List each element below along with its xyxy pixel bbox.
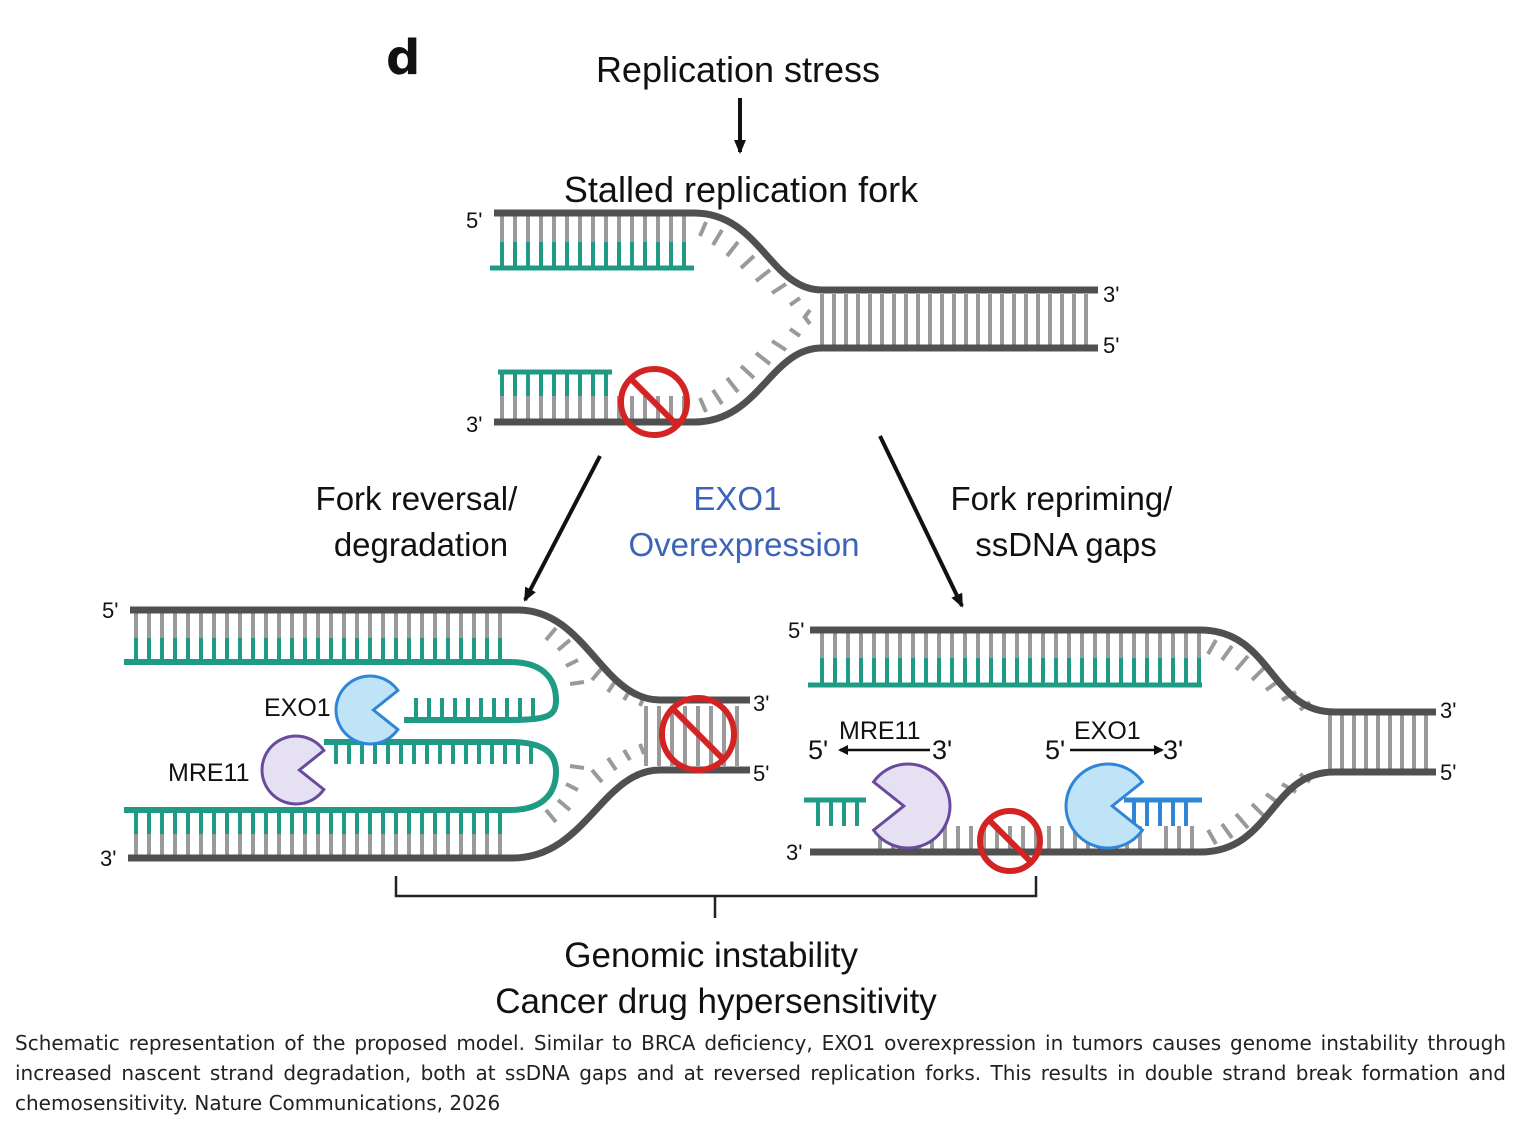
left-fork-3prime-label: 3' [100,846,116,871]
parental-backbone [494,209,1098,294]
no-entry-icon [670,706,726,762]
mre11-5prime-label: 5' [808,735,828,765]
right-fork-5prime-right-label: 5' [1440,760,1456,785]
fork-arm-rung [1220,644,1234,662]
exo1-right-label: EXO1 [1074,717,1141,745]
no-entry-icon [659,695,737,773]
top-fork-3prime-label: 3' [466,412,482,437]
no-entry-icon [986,817,1034,865]
repriming-fork [804,626,1436,874]
exo1-pacman-icon [334,674,400,746]
exo1-label: EXO1 [264,694,331,722]
fork-arm-rung [1220,822,1234,840]
left-fork-3prime-right-label: 3' [753,691,769,716]
right-fork-3prime-label: 3' [786,840,802,865]
exo1-5prime-label: 5' [1045,735,1065,765]
fork-arm-rung [711,228,724,247]
parental-backbone [494,344,1098,426]
fork-arm-rung [770,282,788,295]
reversed-fork [124,606,750,862]
fork-arm-rung [638,743,646,755]
fork-arm-rung [698,221,708,237]
right-fork-5prime-label: 5' [788,618,804,643]
stalled-fork-title: Stalled replication fork [564,169,919,210]
fork-arm-rung [754,351,772,366]
right-branch-arrow-icon [878,435,964,608]
fork-arm-rung [1250,666,1266,682]
left-branch-arrow-icon [523,455,602,602]
replication-stress-label: Replication stress [596,49,880,90]
fork-arm-rung [739,364,756,380]
left-branch-label: Fork reversal/ degradation [316,480,527,563]
left-fork-5prime-right-label: 5' [753,761,769,786]
fork-arm-rung [1206,639,1218,655]
outcome-bracket [394,876,1038,918]
fork-arm-rung [788,296,802,307]
right-branch-label: Fork repriming/ ssDNA gaps [950,480,1181,563]
fork-arm-rung [556,638,572,652]
fork-arm-rung [802,314,812,326]
fork-arm-rung [725,240,740,258]
fork-arm-rung [569,764,585,770]
nascent-strand [124,739,560,813]
fork-arm-rung [698,397,708,413]
fork-arm-rung [622,748,632,762]
fork-arm-rung [770,339,788,352]
fork-arm-rung [556,798,572,812]
right-fork-3prime-right-label: 3' [1440,698,1456,723]
fork-arm-rung [590,666,604,682]
panel-label: d [386,30,420,86]
figure-caption: Schematic representation of the proposed… [15,1031,1506,1115]
parental-backbone [128,766,750,862]
fork-arm-rung [1234,812,1250,830]
fork-arm-rung [725,376,740,394]
exo1-3prime-label: 3' [1163,735,1183,765]
mre11-right-label: MRE11 [839,717,921,745]
fork-arm-rung [788,327,802,338]
fork-arm-rung [1250,802,1266,818]
mre11-pacman-icon [260,734,326,806]
exo1-overexpression-label: EXO1 Overexpression [628,480,859,563]
mre11-pacman-icon [871,762,952,850]
parental-backbone [810,768,1436,856]
model-diagram: d Replication stress Stalled replication… [100,30,1456,1020]
fork-arm-rung [565,658,579,668]
fork-arm-rung [569,680,585,686]
parental-backbone [130,606,750,704]
fork-arm-rung [1234,654,1250,672]
no-entry-icon [977,808,1043,874]
no-entry-icon [618,366,690,438]
exo1-pacman-icon [1064,762,1145,850]
no-entry-icon [628,376,680,428]
fork-arm-rung [590,768,604,784]
fork-arm-rung [544,808,558,824]
fork-arm-rung [565,782,579,792]
parental-backbone [810,626,1436,716]
nascent-strand [124,659,560,723]
fork-arm-rung [544,626,558,642]
fork-arm-rung [711,388,724,406]
top-fork-5prime-label: 5' [466,208,482,233]
fork-arm-rung [754,268,772,283]
fork-arm-rung [1206,829,1218,845]
outcome-label: Genomic instability Cancer drug hypersen… [495,936,937,1020]
fork-arm-rung [606,756,618,772]
left-fork-5prime-label: 5' [102,598,118,623]
mre11-label: MRE11 [168,759,250,787]
stalled-fork [490,209,1098,438]
top-fork-5prime-right-label: 5' [1103,333,1119,358]
top-fork-3prime-right-label: 3' [1103,282,1119,307]
fork-arm-rung [739,254,756,270]
mre11-3prime-label: 3' [932,735,952,765]
